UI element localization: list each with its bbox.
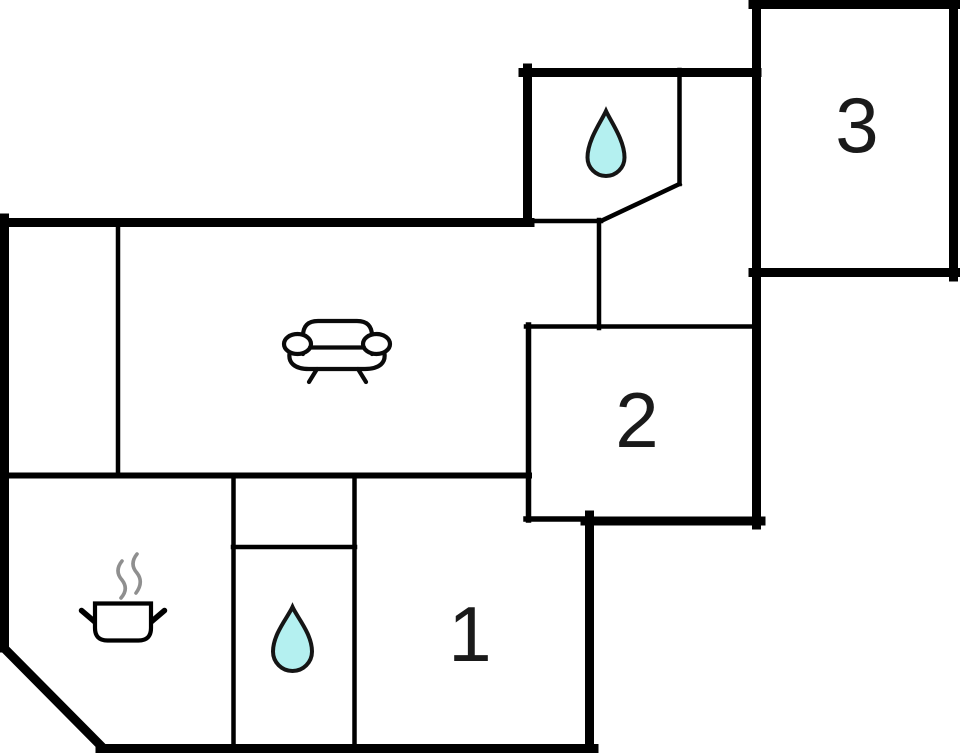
water-drop-icon bbox=[270, 602, 315, 673]
room-2-label: 2 bbox=[615, 376, 658, 464]
pot-body bbox=[92, 601, 154, 643]
steam-line-left bbox=[116, 559, 128, 600]
pot-handle-right bbox=[148, 607, 168, 625]
wall-chamfer bbox=[0, 640, 111, 753]
water-drop-shape bbox=[270, 602, 315, 673]
sofa-icon bbox=[281, 318, 393, 385]
sofa-back bbox=[300, 318, 375, 357]
water-drop-shape bbox=[585, 106, 627, 178]
pot-handle-left bbox=[78, 607, 98, 625]
wall-bath-upper-diagonal bbox=[598, 181, 683, 224]
sofa-leg-left bbox=[306, 366, 320, 385]
sofa-leg-right bbox=[355, 366, 369, 385]
room-1-label: 1 bbox=[448, 590, 491, 678]
room-3-label: 3 bbox=[835, 81, 878, 169]
interior-walls bbox=[1, 67, 760, 751]
steam-line-right bbox=[131, 552, 143, 595]
sofa-seat bbox=[287, 348, 387, 372]
steam-lines bbox=[116, 552, 143, 600]
sofa-armrest-right bbox=[360, 331, 393, 357]
sofa-armrest-left bbox=[281, 331, 314, 357]
cooking-pot-icon bbox=[78, 552, 168, 643]
water-drop-icon bbox=[585, 106, 627, 178]
